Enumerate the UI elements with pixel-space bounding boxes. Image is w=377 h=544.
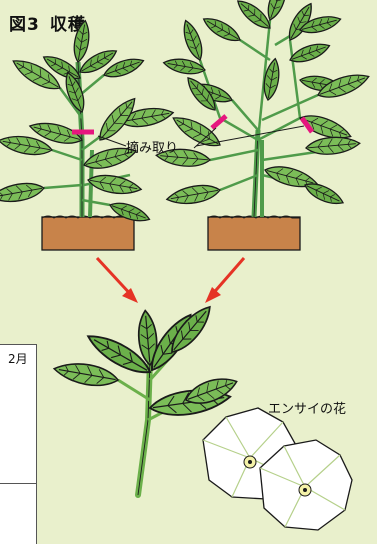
right-soil [208, 217, 300, 250]
arrows [97, 258, 244, 303]
morning-glory-flowers [203, 408, 352, 530]
left-soil [42, 217, 134, 250]
pinch-label: 摘み取り [126, 137, 178, 156]
flower-label: エンサイの花 [268, 398, 346, 417]
right-plant [155, 0, 371, 250]
left-plant [0, 19, 175, 250]
arrow-left-head [122, 288, 138, 303]
